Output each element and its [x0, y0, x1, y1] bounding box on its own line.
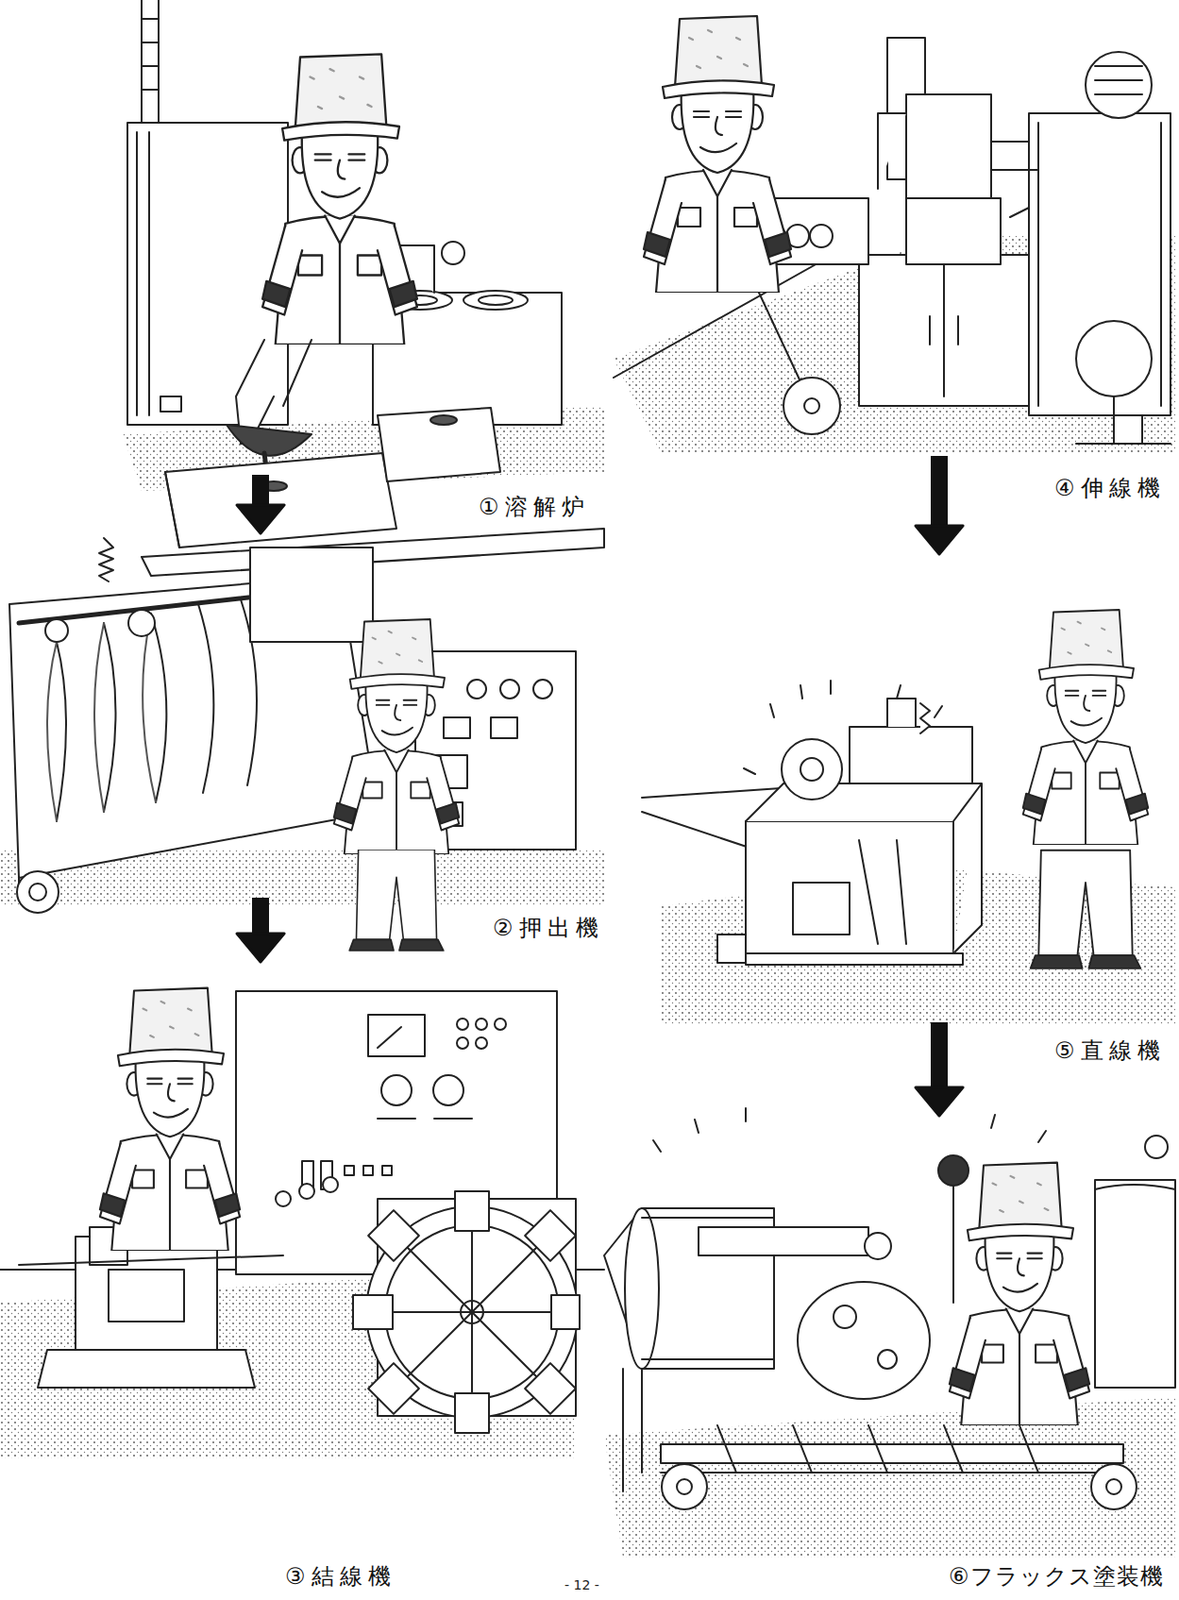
process-step: ③結線機 [0, 964, 576, 1461]
flow-arrow [236, 897, 285, 962]
step-label: ⑥フラックス塗装機 [946, 1562, 1166, 1591]
process-step: ②押出機 [0, 536, 586, 895]
flow-arrow [915, 455, 963, 555]
furnace-illustration [122, 0, 605, 491]
worker [262, 53, 418, 345]
arrow-head [236, 933, 285, 962]
worker [643, 16, 792, 293]
arrow-shaft [930, 1022, 948, 1089]
stranding-illustration [0, 991, 605, 1459]
coating-illustration [604, 1108, 1176, 1558]
pouring-ladle [141, 339, 605, 576]
arrow-head [236, 505, 285, 534]
process-step: ⑥フラックス塗装機 [589, 1118, 1176, 1558]
arrow-head [915, 525, 963, 555]
worker [1023, 609, 1149, 845]
flow-arrow [236, 474, 285, 534]
process-step: ④伸線機 [613, 4, 1176, 454]
step-label: ②押出機 [490, 913, 607, 943]
page-number: - 12 - [564, 1576, 600, 1594]
extruder-illustration [0, 538, 605, 913]
worker [334, 619, 460, 855]
step-label: ③結線機 [283, 1562, 399, 1591]
worker-legs [349, 849, 444, 951]
worker-legs [1030, 850, 1142, 969]
worker [100, 988, 240, 1251]
arrow-shaft [252, 474, 270, 506]
step-label: ⑤直線機 [1052, 1036, 1168, 1065]
process-step: ①溶解炉 [113, 4, 576, 472]
arrow-shaft [252, 897, 270, 935]
worker [949, 1162, 1090, 1426]
arrow-head [915, 1087, 963, 1116]
arrow-shaft [930, 455, 948, 527]
flow-arrow [915, 1022, 963, 1116]
process-step: ⑤直線機 [632, 556, 1176, 1020]
step-label: ①溶解炉 [476, 492, 592, 522]
step-label: ④伸線機 [1052, 473, 1168, 503]
